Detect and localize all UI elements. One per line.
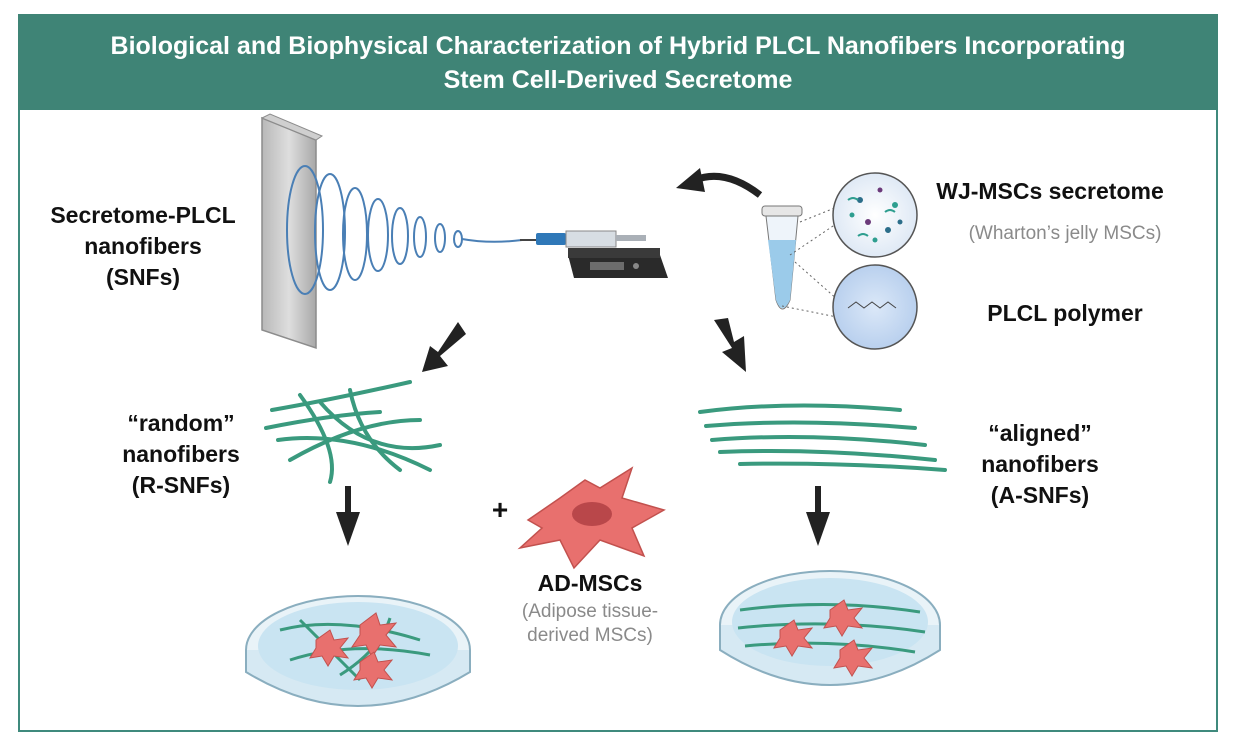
random-label-line-3: (R-SNFs) [131, 472, 231, 498]
cells-note-line-1: (Adipose tissue- [521, 601, 659, 622]
snf-label-line-1: Secretome-PLCL [50, 202, 236, 228]
random-label-line-2: nanofibers [122, 441, 240, 467]
collector-plate-icon [260, 113, 324, 350]
arrow-icon [336, 318, 830, 546]
aligned-label-line-3: (A-SNFs) [990, 482, 1090, 508]
polymer-circle-icon [832, 264, 918, 350]
random-label-line-1: “random” [127, 410, 235, 436]
title-line-2: Stem Cell-Derived Secretome [443, 66, 793, 94]
cells-note-line-2: derived MSCs) [527, 625, 653, 646]
random-label: “random” nanofibers (R-SNFs) [96, 408, 266, 501]
secretome-note: (Wharton’s jelly MSCs) [968, 223, 1162, 244]
snf-label: Secretome-PLCL nanofibers (SNFs) [38, 200, 248, 293]
title-line-1: Biological and Biophysical Characterizat… [110, 32, 1126, 60]
cell-icon [517, 466, 666, 570]
petri-dish-icon [245, 595, 471, 707]
polymer-label: PLCL polymer [987, 300, 1143, 326]
title-banner: Biological and Biophysical Characterizat… [18, 14, 1218, 110]
figure-frame [18, 14, 1218, 732]
tube-icon [761, 205, 803, 310]
secretome-circle-icon [832, 172, 918, 258]
connector-lines [781, 204, 843, 319]
cells-label: AD-MSCs [537, 570, 643, 596]
aligned-label: “aligned” nanofibers (A-SNFs) [955, 418, 1125, 511]
arrow-icon [676, 168, 763, 198]
syringe-pump-icon [520, 230, 668, 278]
snf-label-line-2: nanofibers [84, 233, 202, 259]
plus-sign: + [491, 494, 509, 525]
aligned-label-line-1: “aligned” [988, 420, 1092, 446]
snf-label-line-3: (SNFs) [105, 264, 181, 290]
secretome-label: WJ-MSCs secretome [936, 178, 1164, 204]
aligned-label-line-2: nanofibers [981, 451, 1099, 477]
nanofiber-icon [698, 403, 947, 472]
nanofiber-icon [264, 380, 442, 484]
spiral-jet-icon [286, 165, 523, 295]
petri-dish-icon [719, 570, 941, 686]
